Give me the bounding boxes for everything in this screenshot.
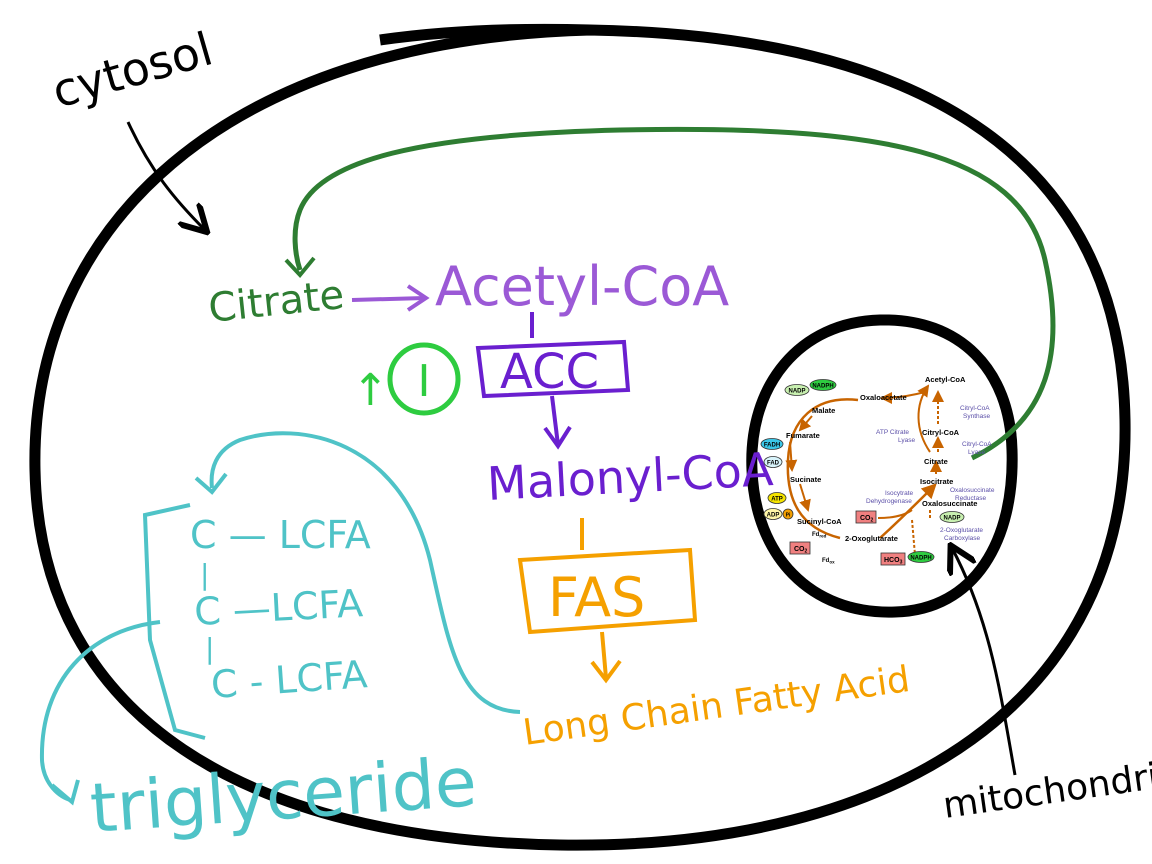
fadh-label: FADH	[764, 443, 780, 449]
flow-sucinate-sucinylcoa	[799, 483, 811, 512]
enzyme-atp-citrate-lyase-1: ATP Citrate	[876, 429, 909, 436]
metabolite-acetyl-coa: Acetyl-CoA	[925, 375, 966, 384]
mitochondria-membrane	[746, 314, 1018, 618]
enzyme-atp-citrate-lyase-2: Lyase	[898, 437, 915, 444]
metabolite-fumarate: Fumarate	[786, 431, 820, 440]
tg-row-2-link: |	[205, 632, 214, 665]
glycerol-bracket	[142, 503, 206, 740]
fas-to-lcfa-arrowhead	[590, 659, 622, 684]
reverse-tca-cycle: Acetyl-CoA Oxaloacetate Malate Fumarate …	[760, 375, 995, 566]
nadph-label-bottom: NADPH	[910, 556, 931, 562]
inhibitor-label: I	[418, 356, 431, 407]
citrate-to-acetyl-arrow	[351, 296, 426, 302]
nadp-badge-right	[939, 511, 965, 523]
pi-badge	[782, 508, 794, 520]
fad-badge	[763, 456, 783, 468]
acc-label: ACC	[500, 344, 599, 400]
metabolite-oxalosuccinate: Oxalosuccinate	[922, 499, 977, 508]
fd-ox-label: Fdox	[822, 558, 835, 565]
acetyl-coa-label: Acetyl-CoA	[435, 255, 729, 318]
citrate-label: Citrate	[206, 272, 346, 332]
inhibitor-up-arrow: ↑	[352, 365, 389, 416]
acc-to-malonyl-arrowhead	[543, 425, 572, 450]
triglyceride-arrowhead	[50, 779, 80, 806]
co2-badge-lower	[789, 541, 811, 555]
metabolite-citryl-coa: Citryl-CoA	[922, 428, 960, 437]
adp-label: ADP	[767, 513, 780, 519]
enzyme-citryl-coa-synthase-1: Citryl-CoA	[960, 405, 990, 412]
acc-to-malonyl-arrow	[550, 395, 560, 446]
nadp-badge-top	[784, 384, 810, 396]
flow-to-oxaloacetate	[880, 391, 926, 404]
enzyme-oxoglutarate-carb-1: 2-Oxoglutarate	[940, 527, 983, 534]
adp-badge	[763, 508, 783, 520]
hco3-badge	[880, 552, 906, 566]
acc-box	[475, 339, 631, 399]
co2-label-upper: CO2	[860, 515, 874, 524]
enzyme-citryl-coa-lyase-1: Citryl-CoA	[962, 441, 992, 448]
cytosol-arrow	[126, 121, 205, 230]
cytosol-label: cytosol	[46, 22, 218, 119]
nadph-label-top: NADPH	[812, 384, 833, 390]
nadp-label-right: NADP	[943, 516, 960, 522]
tg-row-1: C — LCFA	[190, 513, 371, 557]
nadph-badge-top	[809, 379, 837, 391]
hco3-label: HCO3	[884, 557, 903, 566]
cell-membrane	[29, 24, 1131, 851]
fad-label: FAD	[767, 461, 780, 467]
fas-box	[517, 547, 698, 635]
citrate-export-arrow	[292, 126, 1056, 461]
metabolite-malate: Malate	[812, 406, 835, 415]
inhibitor-circle	[387, 342, 461, 416]
citrate-export-arrowhead	[284, 256, 316, 279]
enzyme-citryl-coa-lyase-2: Lyase	[968, 449, 985, 456]
metabolite-isocitrate: Isocitrate	[920, 477, 953, 486]
co2-badge-upper	[855, 510, 877, 524]
pi-label: Pi	[786, 513, 791, 519]
citrate-to-acetyl-arrowhead	[406, 284, 430, 312]
mitochondria-label: mitochondria	[941, 753, 1152, 827]
enzyme-isocitrate-dh-2: Dehydrogenase	[866, 498, 912, 505]
tg-row-2: C —LCFA	[193, 581, 364, 634]
nadph-badge-bottom	[907, 551, 935, 563]
fas-to-lcfa-arrow	[600, 631, 608, 679]
flow-malate-fumarate	[798, 415, 813, 432]
nadp-label-top: NADP	[788, 389, 805, 395]
fas-label: FAS	[548, 566, 645, 629]
enzyme-isocitrate-dh-1: Isocytrate	[885, 490, 914, 497]
flow-co2-branch	[877, 509, 913, 519]
enzyme-oxoglutarate-carb-2: Carboxylase	[944, 535, 981, 542]
flow-fumarate-sucinate	[785, 441, 798, 472]
atp-label: ATP	[771, 497, 783, 503]
enzyme-oxalosuccinate-red-2: Reductase	[955, 495, 986, 502]
metabolite-oxoglutarate: 2-Oxoglutarate	[845, 534, 898, 543]
flow-carboxylase-side	[911, 519, 916, 556]
metabolite-sucinyl-coa: Sucinyl-CoA	[797, 517, 842, 526]
co2-label-lower: CO2	[794, 546, 808, 555]
lcfa-recycle-arrowhead	[194, 472, 228, 495]
metabolite-oxaloacetate: Oxaloacetate	[860, 393, 907, 402]
atp-badge	[767, 492, 787, 504]
enzyme-citryl-coa-synthase-2: Synthase	[963, 413, 990, 420]
metabolite-sucinate: Sucinate	[790, 475, 821, 484]
lcfa-product-label: Long Chain Fatty Acid	[521, 659, 913, 754]
tg-row-3: C - LCFA	[210, 652, 369, 707]
malonyl-coa-label: Malonyl-CoA	[486, 442, 775, 511]
flow-oxoglutarate-isocitrate	[879, 483, 937, 539]
fadh-badge	[760, 438, 784, 450]
tg-row-1-link: |	[200, 558, 209, 591]
mitochondria-arrow	[952, 548, 1017, 776]
lcfa-recycle-arrow	[209, 431, 521, 714]
membrane-top-edge	[379, 23, 591, 46]
metabolite-citrate: Citrate	[924, 457, 948, 466]
enzyme-oxalosuccinate-red-1: Oxalosuccinate	[950, 487, 995, 494]
fd-red-label: Fdred	[812, 532, 827, 539]
